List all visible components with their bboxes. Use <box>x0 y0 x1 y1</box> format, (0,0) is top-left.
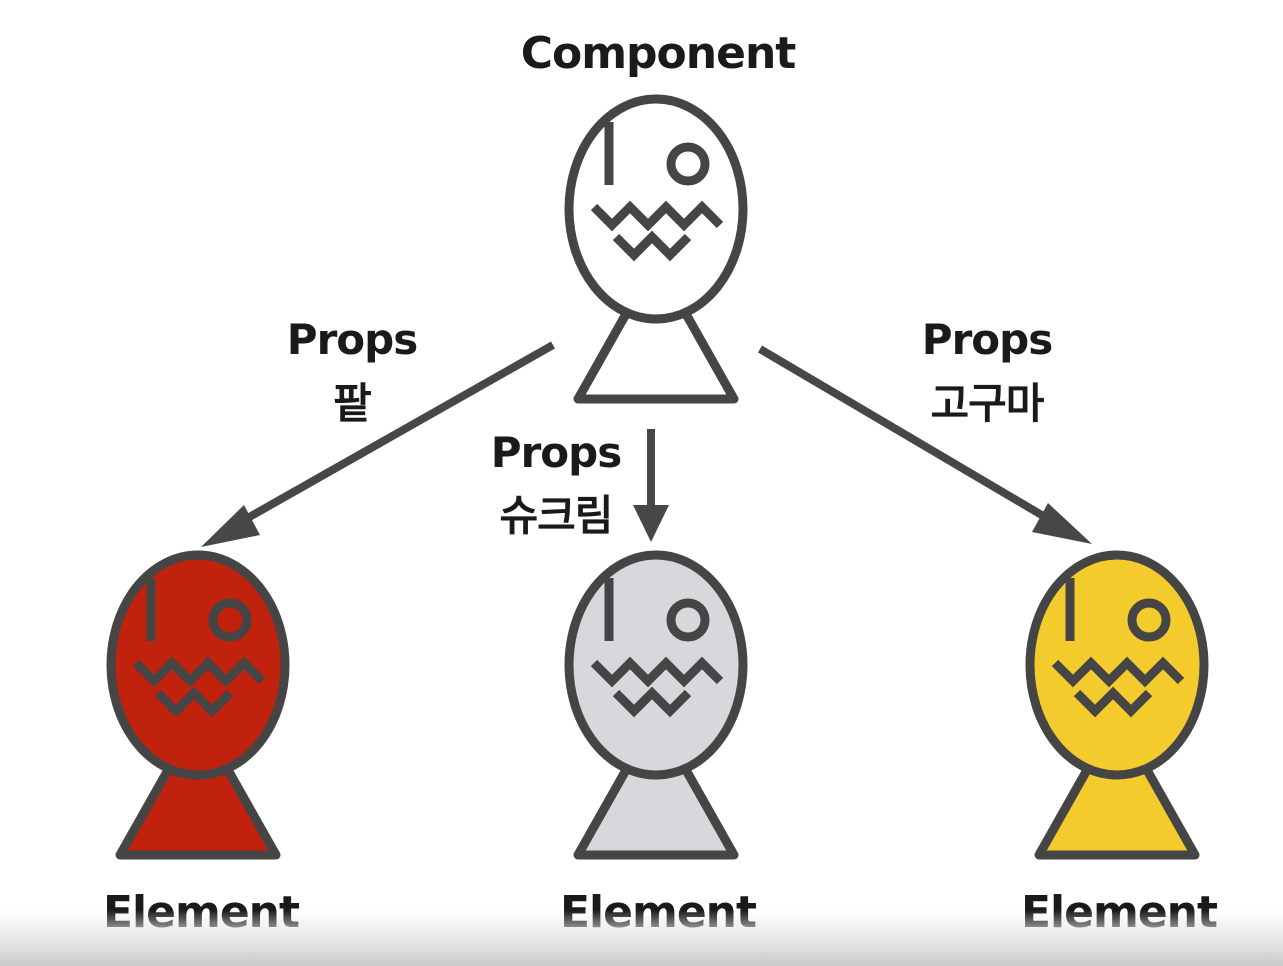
edge-label-middle-line2: 슈크림 <box>500 491 613 540</box>
component-fish-icon <box>564 94 748 404</box>
edge-label-middle-line1: Props <box>491 428 621 477</box>
edge-label-left-line2: 팥 <box>333 379 371 428</box>
edge-label-right-line2: 고구마 <box>931 379 1045 428</box>
element-fish-middle-icon <box>564 550 748 860</box>
bottom-fade <box>0 910 1283 966</box>
edge-label-middle: Props 슈크림 <box>491 428 622 540</box>
edge-label-left-line1: Props <box>287 315 417 364</box>
arrow-to-element-middle <box>633 429 669 542</box>
edge-label-left: Props 팥 <box>287 315 418 428</box>
edge-label-right: Props 고구마 <box>922 315 1053 428</box>
arrow-to-element-left <box>201 341 555 547</box>
element-fish-right-icon <box>1025 550 1209 860</box>
component-label: Component <box>521 28 797 79</box>
edge-label-right-line1: Props <box>922 315 1052 364</box>
element-fish-left-icon <box>106 550 290 860</box>
arrow-to-element-right <box>757 345 1092 544</box>
